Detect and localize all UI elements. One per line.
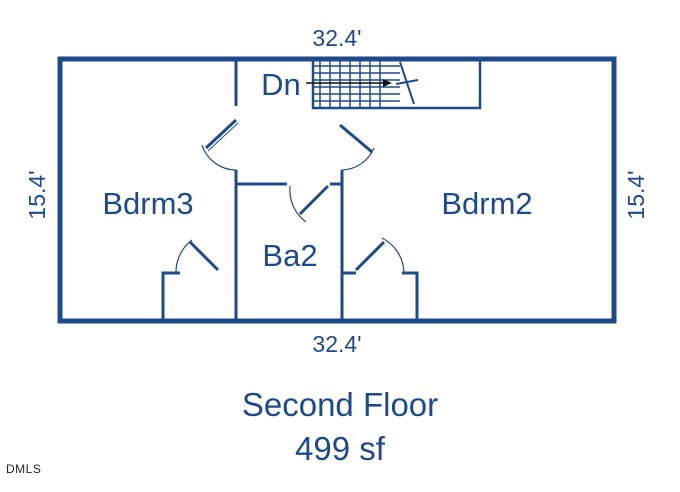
dimension-bottom: 32.4' — [312, 331, 361, 357]
dimension-left: 15.4' — [24, 170, 50, 219]
stairs-label-dn: Dn — [261, 67, 301, 102]
closet-bdrm3 — [161, 271, 180, 321]
dimension-top: 32.4' — [312, 25, 361, 51]
floor-area: 499 sf — [295, 430, 385, 467]
room-label-bdrm2: Bdrm2 — [441, 186, 532, 221]
room-label-ba2: Ba2 — [262, 238, 317, 273]
watermark: DMLS — [6, 462, 42, 476]
closet-bdrm2-right — [402, 271, 419, 321]
room-label-bdrm3: Bdrm3 — [102, 186, 193, 221]
dimension-right: 15.4' — [623, 170, 649, 219]
stair-treads — [313, 59, 400, 108]
floor-title: Second Floor — [241, 386, 439, 423]
stair-direction-arrow — [306, 61, 419, 105]
door-swings — [175, 118, 405, 273]
